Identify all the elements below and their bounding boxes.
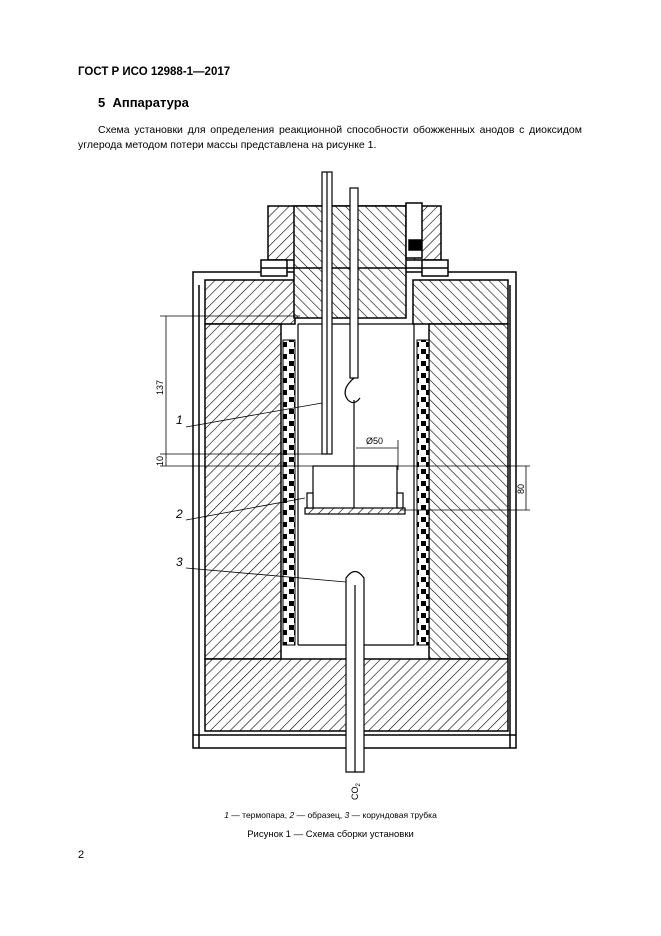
section-number: 5 — [98, 95, 106, 110]
heater-coils — [282, 339, 430, 646]
dim-80: 80 — [516, 484, 526, 494]
dim-137: 137 — [155, 380, 165, 395]
callout-1: 1 — [176, 413, 183, 427]
dim-50: Ø50 — [366, 436, 383, 446]
callout-2: 2 — [175, 507, 183, 521]
figure-caption: Рисунок 1 — Схема сборки установки — [247, 829, 414, 840]
sample-holder — [304, 465, 406, 515]
assembly-diagram: 1 2 3 137 10 80 Ø50 CO2 — [155, 171, 530, 801]
callout-3: 3 — [176, 555, 183, 569]
suspension-rod — [344, 187, 361, 510]
dim-10: 10 — [155, 456, 165, 466]
thermocouple — [321, 171, 333, 455]
leader-lines — [185, 402, 347, 583]
corundum-tube — [345, 570, 365, 773]
insulation-blocks — [204, 279, 509, 732]
section-heading: 5 Аппаратура — [98, 95, 189, 110]
gas-label: CO2 — [350, 783, 362, 801]
dimension-lines — [160, 315, 530, 511]
body-paragraph: Схема установки для определения реакцион… — [78, 124, 582, 151]
page-number: 2 — [78, 849, 85, 861]
standard-header: ГОСТ Р ИСО 12988-1—2017 — [78, 66, 231, 78]
figure-legend: 1 — термопара, 2 — образец, 3 — корундов… — [224, 810, 437, 820]
section-title: Аппаратура — [112, 95, 189, 110]
